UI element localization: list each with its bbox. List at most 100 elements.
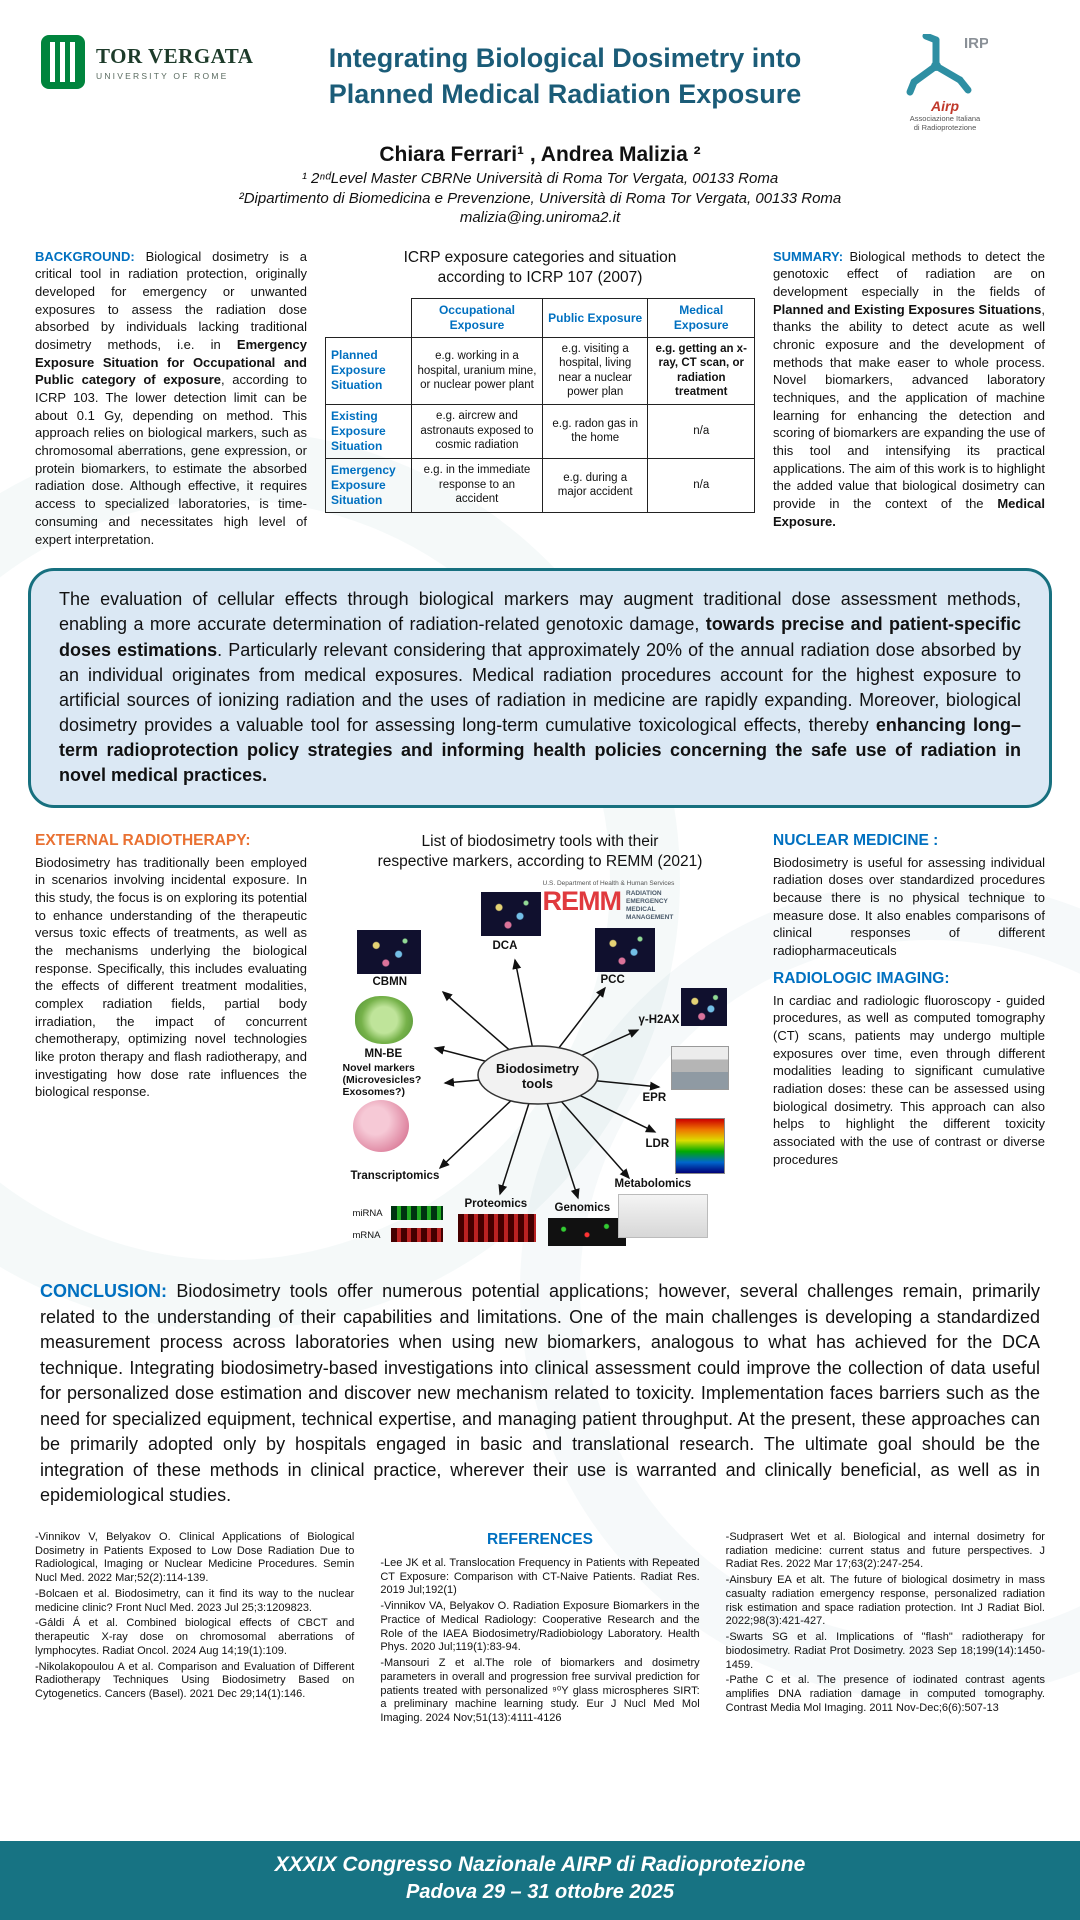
node-cbmn: CBMN xyxy=(372,975,408,988)
column-header-medical: Medical Exposure xyxy=(647,298,755,339)
node-genomics: Genomics xyxy=(554,1201,611,1214)
exosome-image xyxy=(352,1099,409,1152)
node-mrna: mRNA xyxy=(352,1229,381,1241)
table-corner-cell xyxy=(326,299,412,338)
references-right-column: -Sudprasert Wet et al. Biological and in… xyxy=(726,1531,1045,1728)
biodosimetry-figure-block: List of biodosimetry tools with their re… xyxy=(325,832,755,1255)
affiliation-1: ¹ 2ⁿᵈLevel Master CBRNe Università di Ro… xyxy=(301,169,779,187)
proteomics-gel-image xyxy=(457,1213,536,1242)
icrp-table-caption: ICRP exposure categories and situation a… xyxy=(325,248,755,288)
table-header-row: Occupational Exposure Public Exposure Me… xyxy=(326,298,755,339)
table-cell: e.g. working in a hospital, uranium mine… xyxy=(411,337,543,405)
remm-word: RADIATION xyxy=(626,889,662,897)
remm-word: MANAGEMENT xyxy=(626,914,674,922)
ldr-heatmap-image xyxy=(674,1117,725,1174)
table-cell: e.g. aircrew and astronauts exposed to c… xyxy=(411,403,543,459)
icrp-caption-line1: ICRP exposure categories and situation xyxy=(403,248,677,266)
external-radiotherapy-heading: EXTERNAL RADIOTHERAPY: xyxy=(35,831,251,849)
node-ldr: LDR xyxy=(645,1137,670,1150)
icrp-table: Occupational Exposure Public Exposure Me… xyxy=(325,298,755,513)
contact-email: malizia@ing.uniroma2.it xyxy=(459,208,621,226)
remm-word: MEDICAL xyxy=(626,906,656,914)
external-radiotherapy-section: EXTERNAL RADIOTHERAPY: Biodosimetry has … xyxy=(35,832,307,1255)
remm-brand: REMM xyxy=(542,885,622,916)
footer-congress-name: XXXIX Congresso Nazionale AIRP di Radiop… xyxy=(274,1853,806,1876)
tor-vergata-text: TOR VERGATA UNIVERSITY OF ROME xyxy=(96,44,253,81)
background-paragraph: BACKGROUND: Biological dosimetry is a cr… xyxy=(35,248,307,547)
summary-section: SUMMARY: Biological methods to detect th… xyxy=(773,248,1045,548)
figure-caption-line2: respective markers, according to REMM (2… xyxy=(377,852,703,870)
reference-item: -Swarts SG et al. Implications of "flash… xyxy=(725,1631,1045,1671)
figure-center-node: Biodosimetry tools xyxy=(495,1060,580,1091)
figure-caption-line1: List of biodosimetry tools with their xyxy=(421,832,659,850)
airp-subtitle-line2: di Radioprotezione xyxy=(913,123,977,133)
background-section: BACKGROUND: Biological dosimetry is a cr… xyxy=(35,248,307,548)
reference-item: -Vinnikov V, Belyakov O. Clinical Applic… xyxy=(35,1530,355,1585)
remm-logo: U.S. Department of Health & Human Servic… xyxy=(543,880,733,923)
highlight-section: The evaluation of cellular effects throu… xyxy=(0,548,1080,808)
authors-line: Chiara Ferrari¹ , Andrea Malizia ² xyxy=(379,142,701,166)
row-label-planned: Planned Exposure Situation xyxy=(325,337,412,405)
dca-assay-image xyxy=(480,891,541,936)
tor-vergata-subtitle: UNIVERSITY OF ROME xyxy=(96,70,229,81)
radiologic-imaging-paragraph: In cardiac and radiologic fluoroscopy - … xyxy=(773,992,1045,1167)
figure-caption: List of biodosimetry tools with their re… xyxy=(325,832,755,872)
row-label-existing: Existing Exposure Situation xyxy=(325,403,412,459)
node-mirna: miRNA xyxy=(352,1207,383,1219)
reference-item: -Pathe C et al. The presence of iodinate… xyxy=(725,1674,1045,1714)
authors-block: Chiara Ferrari¹ , Andrea Malizia ² ¹ 2ⁿᵈ… xyxy=(0,143,1080,226)
table-cell: e.g. visiting a hospital, living near a … xyxy=(541,337,649,405)
mrna-heatmap-strip xyxy=(390,1227,443,1242)
figure-arrows xyxy=(433,958,660,1200)
title-block: Integrating Biological Dosimetry into Pl… xyxy=(290,34,840,113)
node-transcriptomics: Transcriptomics xyxy=(350,1169,440,1182)
icrp-caption-line2: according to ICRP 107 (2007) xyxy=(437,268,643,286)
reference-item: -Bolcaen et al. Biodosimetry, can it fin… xyxy=(35,1587,355,1614)
poster-header: TOR VERGATA UNIVERSITY OF ROME Integrati… xyxy=(0,0,1080,133)
highlight-box: The evaluation of cellular effects throu… xyxy=(28,568,1052,808)
tor-vergata-name: TOR VERGATA xyxy=(96,43,254,68)
column-header-occupational: Occupational Exposure xyxy=(411,298,543,339)
summary-paragraph: SUMMARY: Biological methods to detect th… xyxy=(773,248,1045,529)
remm-row: REMM RADIATION EMERGENCY MEDICAL MANAGEM… xyxy=(542,885,733,923)
table-cell: e.g. in the immediate response to an acc… xyxy=(411,457,543,513)
node-epr: EPR xyxy=(642,1091,667,1104)
genomics-microarray-image xyxy=(547,1217,626,1246)
radiologic-imaging-heading: RADIOLOGIC IMAGING: xyxy=(773,969,950,987)
references-heading: REFERENCES xyxy=(487,1530,593,1548)
tor-vergata-logo: TOR VERGATA UNIVERSITY OF ROME xyxy=(40,34,280,90)
right-column-section: NUCLEAR MEDICINE : Biodosimetry is usefu… xyxy=(773,832,1045,1255)
node-novel-markers: Novel markers (Microvesicles? Exosomes?) xyxy=(342,1061,422,1099)
poster-title: Integrating Biological Dosimetry into Pl… xyxy=(290,40,840,113)
references-middle-list: -Lee JK et al. Translocation Frequency i… xyxy=(380,1557,699,1726)
tor-vergata-emblem-icon xyxy=(41,35,85,89)
reference-item: -Gáldi Á et al. Combined biological effe… xyxy=(35,1617,355,1657)
reference-item: -Vinnikov VA, Belyakov O. Radiation Expo… xyxy=(380,1600,700,1654)
remm-department-line: U.S. Department of Health & Human Servic… xyxy=(542,879,675,887)
node-h2ax: γ-H2AX xyxy=(638,1013,680,1026)
metabolomics-plot-image xyxy=(617,1193,708,1238)
pcc-assay-image xyxy=(594,927,655,972)
affiliation-2: ²Dipartimento di Biomedicina e Prevenzio… xyxy=(238,189,842,207)
epr-instrument-image xyxy=(670,1045,729,1090)
cbmn-assay-image xyxy=(356,929,421,974)
reference-item: -Mansouri Z et al.The role of biomarkers… xyxy=(380,1657,700,1725)
remm-word: EMERGENCY xyxy=(626,898,668,906)
airp-word: Airp xyxy=(931,98,959,114)
table-cell: e.g. radon gas in the home xyxy=(541,403,649,459)
references-middle-column: REFERENCES -Lee JK et al. Translocation … xyxy=(380,1531,699,1728)
column-header-public: Public Exposure xyxy=(541,298,649,339)
radiologic-imaging-section: RADIOLOGIC IMAGING: In cardiac and radio… xyxy=(773,970,1045,1169)
conclusion-section: CONCLUSION: Biodosimetry tools offer num… xyxy=(40,1280,1040,1506)
table-cell: n/a xyxy=(647,403,755,459)
table-cell: e.g. getting an x-ray, CT scan, or radia… xyxy=(647,337,755,405)
remm-words: RADIATION EMERGENCY MEDICAL MANAGEMENT xyxy=(626,888,673,923)
node-metabolomics: Metabolomics xyxy=(614,1177,692,1190)
reference-item: -Nikolakopoulou A et al. Comparison and … xyxy=(35,1660,355,1701)
reference-item: -Sudprasert Wet et al. Biological and in… xyxy=(725,1530,1045,1571)
table-row: Emergency Exposure Situation e.g. in the… xyxy=(325,457,755,513)
